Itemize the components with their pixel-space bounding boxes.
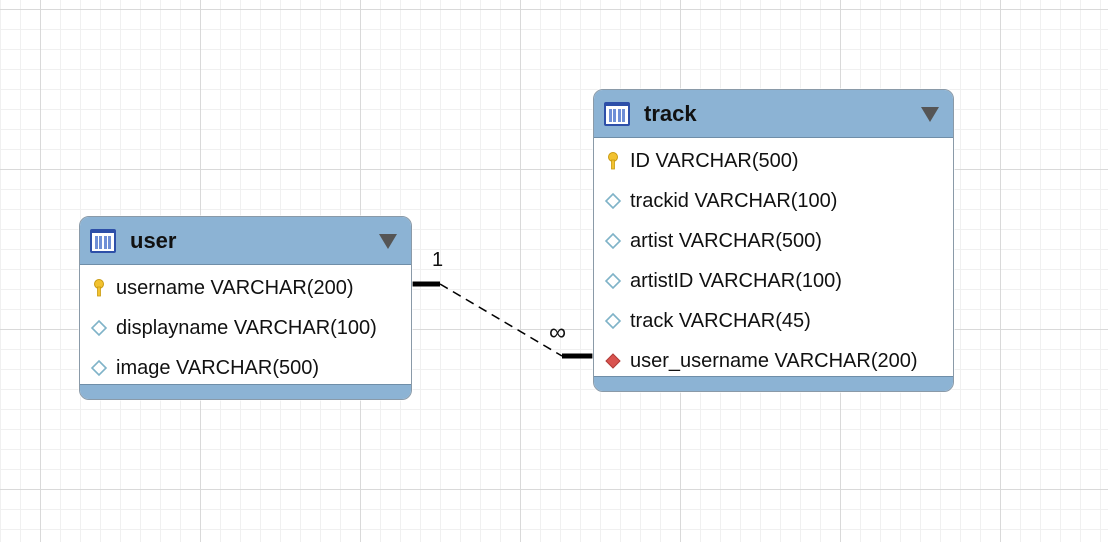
column-diamond-icon [604,312,622,330]
entity-track-footer [594,376,953,391]
column-label: track VARCHAR(45) [630,309,811,332]
column-row[interactable]: image VARCHAR(500) [80,348,411,388]
column-label: ID VARCHAR(500) [630,149,799,172]
column-row[interactable]: ID VARCHAR(500) [594,141,953,181]
entity-track-title: track [644,100,697,126]
primary-key-icon [94,279,104,297]
column-diamond-icon [604,232,622,250]
column-diamond-icon [604,192,622,210]
column-diamond-icon [90,319,108,337]
foreign-key-icon [605,353,621,369]
column-label: user_username VARCHAR(200) [630,349,918,372]
table-icon [604,101,630,126]
column-diamond-icon [90,359,108,377]
relationship-dashed-line [439,283,563,357]
column-label: displayname VARCHAR(100) [116,316,377,339]
entity-user[interactable]: user username VARCHAR(200) displayname V… [79,216,412,400]
column-row[interactable]: artistID VARCHAR(100) [594,261,953,301]
column-label: artistID VARCHAR(100) [630,269,842,292]
column-row[interactable]: user_username VARCHAR(200) [594,341,953,381]
cardinality-many-label: ∞ [549,319,567,346]
cardinality-one-label: 1 [432,249,444,271]
entity-track-header[interactable]: track [594,90,953,138]
table-icon [90,228,116,253]
entity-user-title: user [130,227,177,253]
entity-user-header[interactable]: user [80,217,411,265]
column-row[interactable]: displayname VARCHAR(100) [80,308,411,348]
column-diamond-icon [604,272,622,290]
collapse-caret-icon[interactable] [379,234,397,249]
primary-key-icon [608,152,618,170]
column-label: artist VARCHAR(500) [630,229,822,252]
column-row[interactable]: username VARCHAR(200) [80,268,411,308]
column-label: image VARCHAR(500) [116,356,320,379]
column-label: trackid VARCHAR(100) [630,189,838,212]
column-row[interactable]: track VARCHAR(45) [594,301,953,341]
entity-user-footer [80,384,411,399]
collapse-caret-icon[interactable] [921,107,939,122]
entity-track[interactable]: track ID VARCHAR(500) trackid VARCHAR(10… [593,89,954,392]
column-row[interactable]: artist VARCHAR(500) [594,221,953,261]
column-label: username VARCHAR(200) [116,276,354,299]
column-row[interactable]: trackid VARCHAR(100) [594,181,953,221]
